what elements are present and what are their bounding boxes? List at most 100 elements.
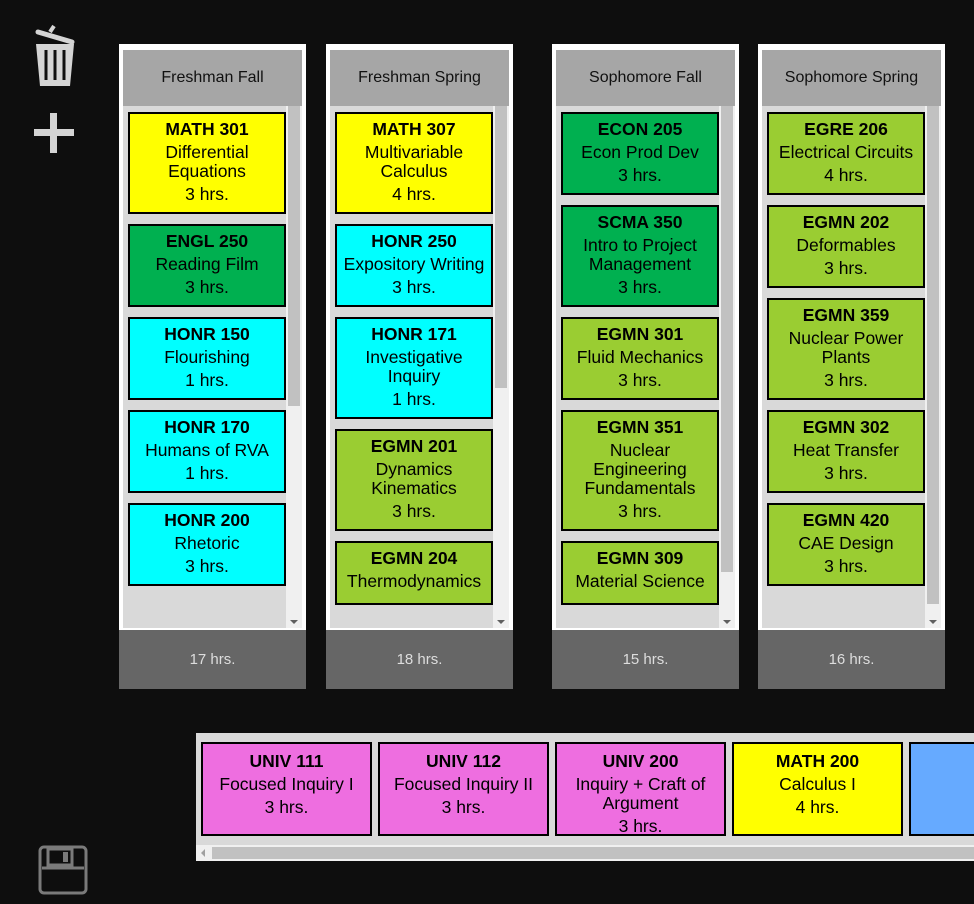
- course-name: Calculus I: [779, 774, 856, 794]
- course-name: Humans of RVA: [145, 440, 269, 460]
- horizontal-scrollbar[interactable]: [196, 845, 974, 861]
- course-hours: 3 hrs.: [185, 184, 229, 204]
- course-code: EGMN 301: [596, 324, 684, 344]
- course-name: Expository Writing: [343, 254, 485, 274]
- course-hours: 3 hrs.: [264, 797, 309, 817]
- semester-title: Freshman Fall: [123, 50, 302, 106]
- course-hours: 4 hrs.: [795, 797, 840, 817]
- course-card[interactable]: EGMN 202 Deformables 3 hrs.: [767, 205, 925, 288]
- scroll-down-arrow[interactable]: [929, 620, 937, 624]
- vertical-scrollbar[interactable]: [493, 106, 509, 628]
- course-name: Eur: [911, 775, 974, 794]
- course-code: UNIV 112: [426, 751, 501, 771]
- course-hours: 3 hrs.: [824, 370, 868, 390]
- course-name: Electrical Circuits: [778, 142, 914, 162]
- course-hours: 3 hrs.: [185, 277, 229, 297]
- course-card[interactable]: EGMN 309 Material Science: [561, 541, 719, 605]
- scroll-down-arrow[interactable]: [723, 620, 731, 624]
- scroll-left-arrow[interactable]: [201, 849, 205, 857]
- course-name: Reading Film: [155, 254, 259, 274]
- floppy-disk-icon[interactable]: [38, 845, 88, 900]
- semester-column: Freshman Fall MATH 301 Differential Equa…: [119, 44, 306, 689]
- course-card[interactable]: HONR 171 Investigative Inquiry 1 hrs.: [335, 317, 493, 419]
- course-code: UNIV 111: [249, 751, 324, 771]
- course-name: Intro to Project Management: [583, 235, 697, 274]
- plus-icon[interactable]: [34, 113, 74, 158]
- course-name: Rhetoric: [174, 533, 240, 553]
- course-code: HONR 150: [164, 324, 250, 344]
- course-card[interactable]: HI Eur 3: [909, 742, 974, 836]
- course-name: Material Science: [575, 571, 705, 591]
- course-code: ENGL 250: [165, 231, 249, 251]
- course-code: HONR 250: [371, 231, 457, 251]
- course-card[interactable]: MATH 307 Multivariable Calculus 4 hrs.: [335, 112, 493, 214]
- course-code: HI: [911, 752, 974, 771]
- course-name: Thermodynamics: [346, 571, 482, 591]
- course-card[interactable]: EGMN 301 Fluid Mechanics 3 hrs.: [561, 317, 719, 400]
- course-card[interactable]: ENGL 250 Reading Film 3 hrs.: [128, 224, 286, 307]
- course-code: EGMN 309: [596, 548, 684, 568]
- course-hours: 3: [911, 798, 974, 817]
- course-card[interactable]: EGMN 201 Dynamics Kinematics 3 hrs.: [335, 429, 493, 531]
- course-card[interactable]: EGMN 420 CAE Design 3 hrs.: [767, 503, 925, 586]
- semester-total-hours: 15 hrs.: [552, 630, 739, 689]
- course-name: Econ Prod Dev: [581, 142, 699, 162]
- course-hours: 1 hrs.: [185, 370, 229, 390]
- course-card[interactable]: EGMN 302 Heat Transfer 3 hrs.: [767, 410, 925, 493]
- course-hours: 3 hrs.: [824, 556, 868, 576]
- course-pool: UNIV 111 Focused Inquiry I 3 hrs. UNIV 1…: [196, 733, 974, 861]
- course-name: Differential Equations: [165, 142, 249, 181]
- course-name: Focused Inquiry II: [393, 774, 534, 794]
- course-code: ECON 205: [597, 119, 683, 139]
- semester-column: Sophomore Fall ECON 205 Econ Prod Dev 3 …: [552, 44, 739, 689]
- course-card[interactable]: EGMN 204 Thermodynamics: [335, 541, 493, 605]
- course-code: EGMN 204: [370, 548, 458, 568]
- course-code: SCMA 350: [597, 212, 683, 232]
- course-card[interactable]: HONR 170 Humans of RVA 1 hrs.: [128, 410, 286, 493]
- course-name: Multivariable Calculus: [364, 142, 464, 181]
- course-card[interactable]: EGMN 351 Nuclear Engineering Fundamental…: [561, 410, 719, 531]
- trash-icon[interactable]: [34, 24, 76, 95]
- course-card[interactable]: HONR 150 Flourishing 1 hrs.: [128, 317, 286, 400]
- course-card[interactable]: UNIV 111 Focused Inquiry I 3 hrs.: [201, 742, 372, 836]
- course-name: Nuclear Engineering Fundamentals: [584, 440, 696, 498]
- course-card[interactable]: EGMN 359 Nuclear Power Plants 3 hrs.: [767, 298, 925, 400]
- course-name: Focused Inquiry I: [219, 774, 354, 794]
- course-hours: 4 hrs.: [392, 184, 436, 204]
- course-name: Deformables: [796, 235, 896, 255]
- vertical-scrollbar[interactable]: [925, 106, 941, 628]
- course-hours: 3 hrs.: [392, 501, 436, 521]
- course-code: EGMN 351: [596, 417, 684, 437]
- course-card[interactable]: SCMA 350 Intro to Project Management 3 h…: [561, 205, 719, 307]
- course-code: MATH 307: [372, 119, 456, 139]
- course-code: EGRE 206: [804, 119, 888, 139]
- course-hours: 3 hrs.: [618, 370, 662, 390]
- scroll-down-arrow[interactable]: [497, 620, 505, 624]
- course-card[interactable]: UNIV 200 Inquiry + Craft of Argument 3 h…: [555, 742, 726, 836]
- course-hours: 3 hrs.: [618, 816, 663, 836]
- semester-total-hours: 18 hrs.: [326, 630, 513, 689]
- course-code: EGMN 359: [802, 305, 890, 325]
- semester-total-hours: 17 hrs.: [119, 630, 306, 689]
- course-card[interactable]: MATH 301 Differential Equations 3 hrs.: [128, 112, 286, 214]
- course-card[interactable]: HONR 250 Expository Writing 3 hrs.: [335, 224, 493, 307]
- course-card[interactable]: ECON 205 Econ Prod Dev 3 hrs.: [561, 112, 719, 195]
- course-name: Heat Transfer: [792, 440, 900, 460]
- course-hours: 1 hrs.: [392, 389, 436, 409]
- course-hours: 3 hrs.: [824, 258, 868, 278]
- course-card[interactable]: EGRE 206 Electrical Circuits 4 hrs.: [767, 112, 925, 195]
- semester-title: Freshman Spring: [330, 50, 509, 106]
- course-card[interactable]: HONR 200 Rhetoric 3 hrs.: [128, 503, 286, 586]
- course-name: CAE Design: [798, 533, 894, 553]
- semester-column: Freshman Spring MATH 307 Multivariable C…: [326, 44, 513, 689]
- course-hours: 4 hrs.: [824, 165, 868, 185]
- course-card[interactable]: UNIV 112 Focused Inquiry II 3 hrs.: [378, 742, 549, 836]
- course-card[interactable]: MATH 200 Calculus I 4 hrs.: [732, 742, 903, 836]
- vertical-scrollbar[interactable]: [286, 106, 302, 628]
- course-code: EGMN 302: [802, 417, 890, 437]
- semester-total-hours: 16 hrs.: [758, 630, 945, 689]
- scroll-down-arrow[interactable]: [290, 620, 298, 624]
- course-hours: 3 hrs.: [618, 165, 662, 185]
- course-code: EGMN 420: [802, 510, 890, 530]
- vertical-scrollbar[interactable]: [719, 106, 735, 628]
